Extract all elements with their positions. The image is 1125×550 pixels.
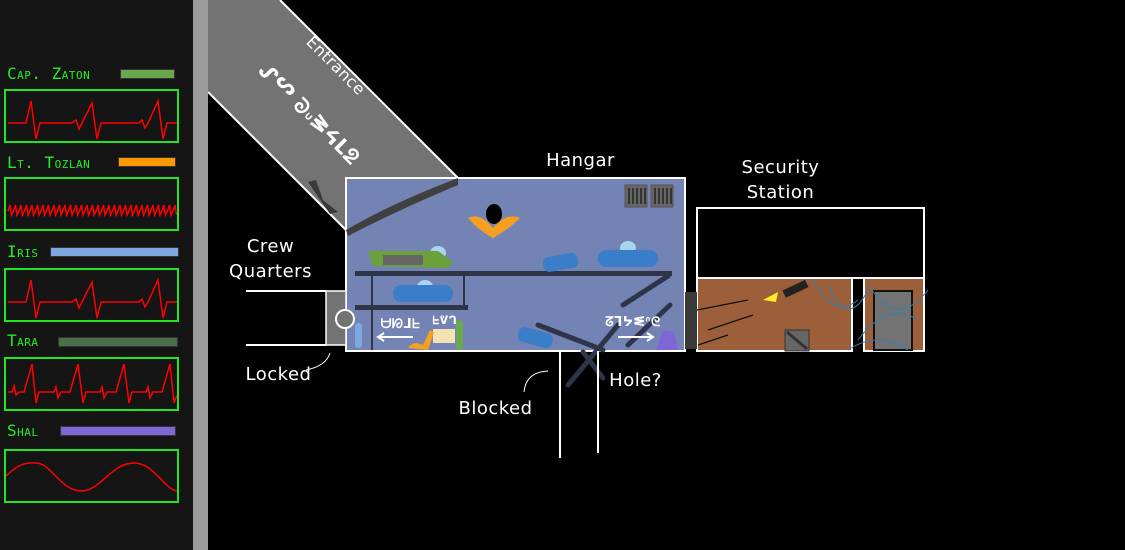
crew-figure-lt-tozlan	[408, 330, 434, 350]
blue-pod-crashed	[517, 327, 553, 349]
ship-map: Entrance ᘔᒣᔭᓬᐢᘓ ᔕᔑ Hangar ᗨᘗᒧᖶ ᖶᕓᒉ ᘔᒣᔭᓬᐢ…	[208, 0, 1125, 550]
locked-annotation: Locked	[245, 364, 312, 385]
sine-wave-line	[6, 462, 177, 492]
hangar-sign-left: ᗨᘗᒧᖶ	[380, 317, 421, 332]
green-ship	[368, 246, 453, 268]
blue-pod-tilted	[542, 252, 579, 272]
door-lock	[335, 309, 355, 329]
security-station-label-line2: Station	[746, 182, 815, 203]
entrance-corridor	[208, 0, 458, 230]
vitals-monitor-shal	[4, 449, 179, 503]
security-station-label: Security Station	[718, 155, 843, 205]
crew-name-iris: Iris	[7, 242, 39, 261]
health-bar-tara	[58, 337, 178, 347]
crew-name-shal: Shal	[7, 421, 39, 440]
crew-quarters-label: Crew Quarters	[213, 234, 328, 284]
health-bar-lt-tozlan	[118, 157, 176, 167]
health-bar-iris	[50, 247, 179, 257]
crew-figure-iris	[355, 323, 362, 348]
crew-name-tara: Tara	[7, 331, 39, 350]
turret	[763, 279, 809, 302]
heartbeat-line	[8, 98, 177, 140]
health-bar-shal	[60, 426, 176, 436]
crew-name-cap-zaton: Cap. Zaton	[7, 64, 91, 83]
map-drawing	[208, 0, 929, 458]
security-office	[696, 207, 925, 279]
crew-figure-shal	[656, 330, 678, 350]
vitals-monitor-iris	[4, 268, 179, 322]
vitals-monitor-tara	[4, 357, 179, 411]
heartbeat-line	[7, 204, 177, 218]
crew-name-lt-tozlan: Lt. Tozlan	[7, 153, 91, 172]
hole-annotation: Hole?	[609, 370, 662, 391]
blue-pod	[598, 241, 658, 267]
vitals-monitor-lt-tozlan	[4, 177, 179, 231]
heartbeat-line	[8, 277, 177, 319]
security-station-room	[696, 277, 853, 352]
crew-quarters-label-line2: Quarters	[229, 261, 312, 282]
hangar-label: Hangar	[546, 150, 615, 171]
crew-quarters-label-line1: Crew	[246, 236, 295, 257]
crew-vitals-panel: Cap. Zaton Lt. Tozlan Iris Tara Shal	[0, 0, 193, 550]
health-bar-cap-zaton	[120, 69, 175, 79]
blue-pod	[393, 280, 453, 302]
hangar-sign-mid: ᖶᕓᒉ	[432, 314, 458, 327]
hangar-sign-right: ᘔᒣᔭᓬᐢᘓ	[605, 315, 661, 330]
vitals-monitor-cap-zaton	[4, 89, 179, 143]
heartbeat-line	[8, 363, 177, 404]
crew-figure-tara	[456, 320, 463, 350]
security-door	[685, 292, 697, 349]
map-poster	[433, 329, 455, 343]
blocked-annotation: Blocked	[458, 398, 533, 419]
winged-emblem	[468, 204, 520, 238]
security-station-label-line1: Security	[741, 157, 820, 178]
panel-divider	[193, 0, 208, 550]
